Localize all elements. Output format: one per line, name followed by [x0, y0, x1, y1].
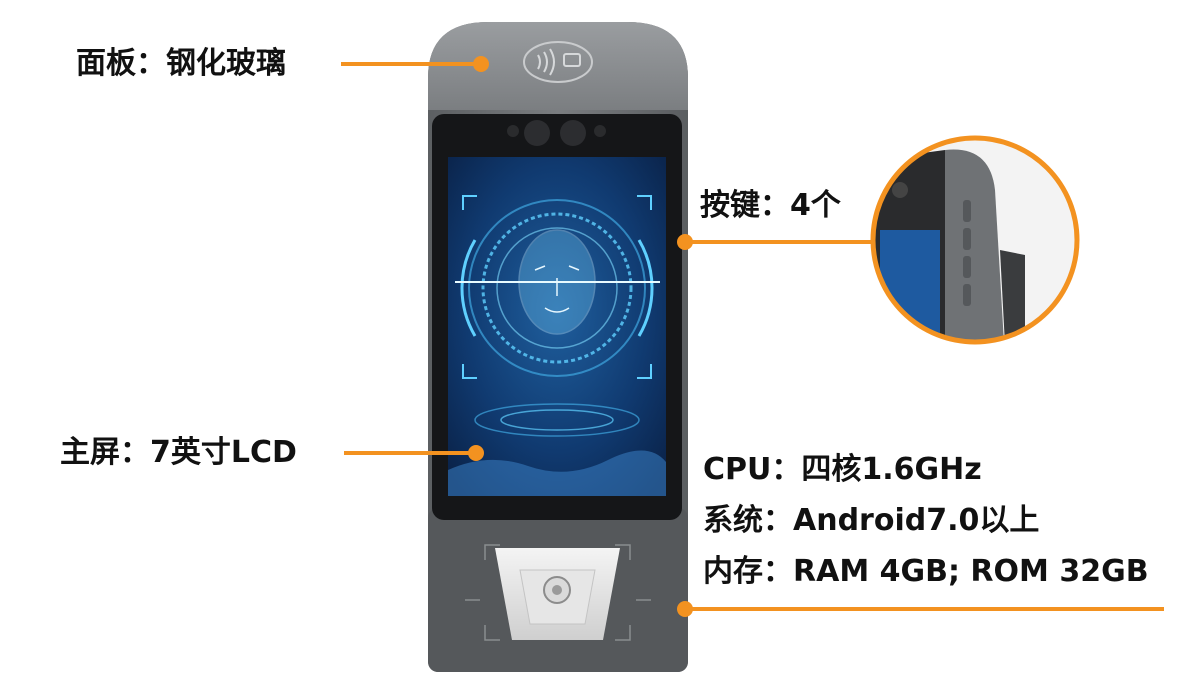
face-recognition-display: [448, 157, 666, 496]
screen-callout-label: 主屏：7英寸LCD: [60, 435, 297, 470]
contactless-card-icon: [523, 41, 593, 83]
panel-callout-label: 面板：钢化玻璃: [76, 46, 286, 81]
spec-memory: 内存：RAM 4GB; ROM 32GB: [703, 554, 1149, 589]
side-buttons-zoom: [870, 135, 1080, 345]
dual-camera-icon: [507, 120, 606, 146]
panel-leader-line: [341, 62, 481, 66]
screen-leader-dot: [468, 445, 484, 461]
buttons-leader-line: [690, 240, 875, 244]
buttons-callout-label: 按键：4个: [700, 188, 841, 223]
fingerprint-scanner-icon: [465, 544, 651, 641]
buttons-leader-dot: [677, 234, 693, 250]
panel-leader-dot: [473, 56, 489, 72]
screen-leader-line: [344, 451, 476, 455]
spec-os: 系统：Android7.0以上: [703, 503, 1040, 538]
specs-leader-dot: [677, 601, 693, 617]
spec-cpu: CPU：四核1.6GHz: [703, 452, 982, 487]
specs-block: CPU：四核1.6GHz 系统：Android7.0以上 内存：RAM 4GB;…: [703, 444, 1149, 597]
specs-leader-line: [690, 607, 1164, 611]
